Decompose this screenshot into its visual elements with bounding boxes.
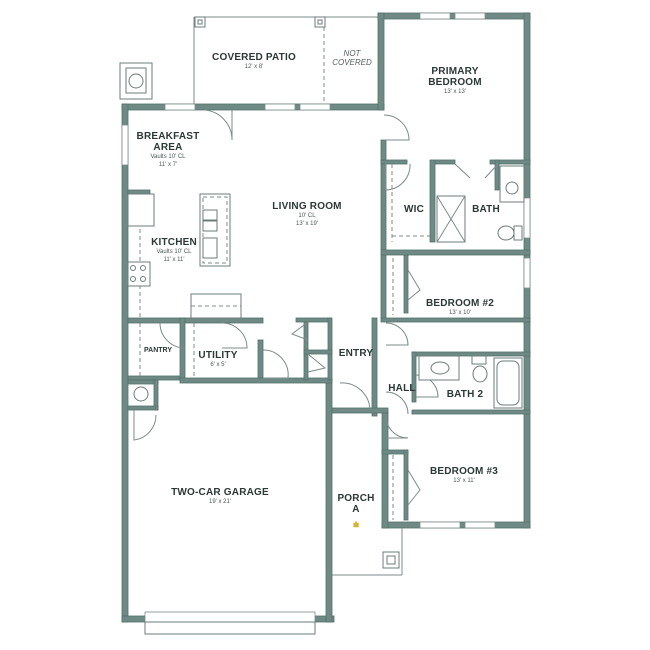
room-label-primary-bedroom: PRIMARY BEDROOM 13' x 13' xyxy=(428,66,482,95)
room-label-pantry: PANTRY xyxy=(144,347,172,354)
bath-fixtures xyxy=(391,164,525,520)
windows xyxy=(121,12,531,529)
room-label-bath: BATH xyxy=(472,204,500,215)
room-label-covered-patio: COVERED PATIO 12' x 8' xyxy=(212,52,296,70)
room-label-two-car-garage: TWO-CAR GARAGE 19' x 21' xyxy=(171,487,269,505)
ac-unit-icon xyxy=(119,62,153,100)
room-label-kitchen: KITCHEN Vaults 10' CL 11' x 11' xyxy=(151,237,197,263)
water-heater-icon xyxy=(133,386,149,402)
room-label-not-covered: NOT COVERED xyxy=(332,49,372,67)
porch-and-garage-door xyxy=(144,528,403,635)
room-label-entry: ENTRY xyxy=(338,348,374,359)
room-label-hall: HALL xyxy=(388,383,416,394)
kitchen-fixtures xyxy=(127,193,242,378)
room-label-wic: WIC xyxy=(403,204,425,215)
doors xyxy=(133,109,499,506)
room-label-living-room: LIVING ROOM 10' CL 13' x 19' xyxy=(272,201,342,227)
room-label-porch: PORCH A xyxy=(337,493,375,515)
room-label-breakfast-area: BREAKFAST AREA Vaults 10' CL 11' x 7' xyxy=(136,131,200,168)
covered-patio-outline xyxy=(193,16,378,105)
stairs-icon: ⩧ xyxy=(353,520,359,531)
room-label-bath-2: BATH 2 xyxy=(446,389,484,400)
room-label-bedroom-3: BEDROOM #3 13' x 11' xyxy=(429,466,499,484)
room-label-bedroom-2: BEDROOM #2 13' x 10' xyxy=(425,298,495,316)
room-label-utility: UTILITY 6' x 5' xyxy=(198,350,238,368)
